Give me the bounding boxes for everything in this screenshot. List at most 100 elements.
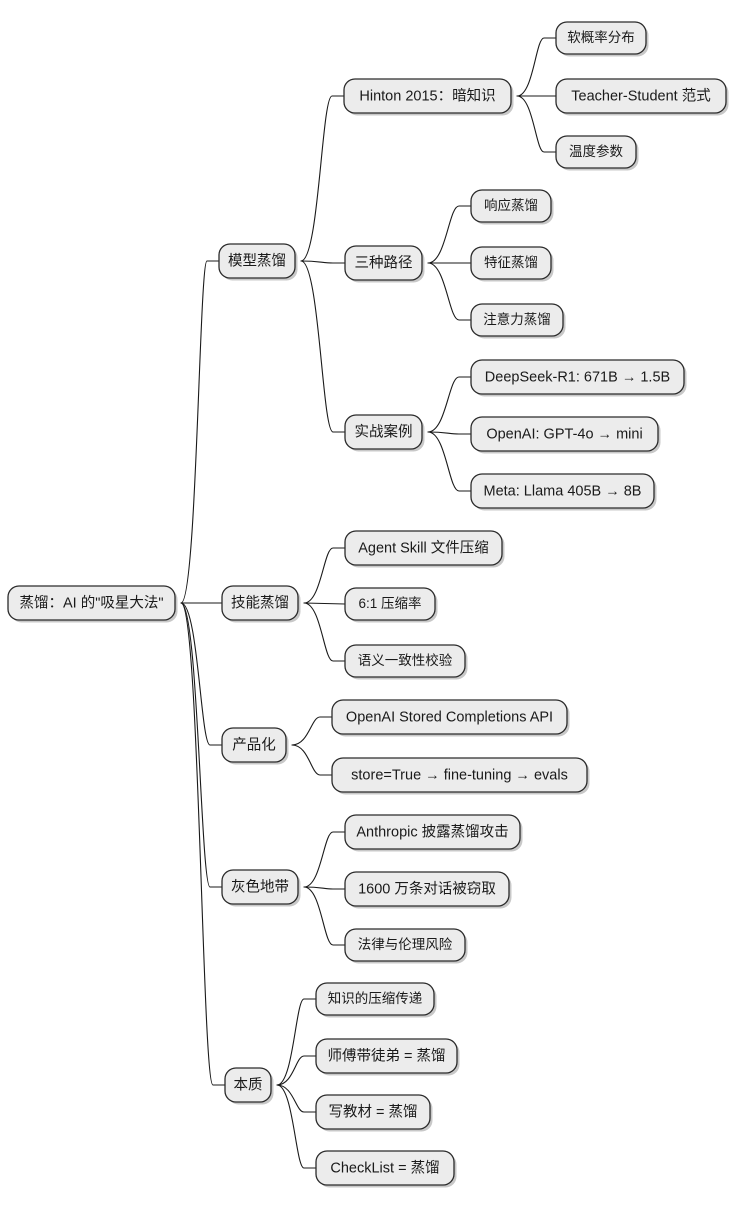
node-label: OpenAI: GPT-4o → mini xyxy=(486,426,642,442)
node-n-temperature[interactable]: 温度参数 xyxy=(555,135,639,171)
node-n-agent-skill[interactable]: Agent Skill 文件压缩 xyxy=(344,530,505,568)
node-box[interactable] xyxy=(331,699,568,735)
node-box[interactable] xyxy=(343,78,512,114)
node-n-checklist[interactable]: CheckList = 蒸馏 xyxy=(315,1150,457,1188)
node-box[interactable] xyxy=(315,982,435,1016)
node-n-soft-prob[interactable]: 软概率分布 xyxy=(555,21,649,57)
node-box[interactable] xyxy=(344,530,503,566)
node-label: 法律与伦理风险 xyxy=(358,937,453,952)
node-n-feature-distill[interactable]: 特征蒸馏 xyxy=(470,246,554,282)
node-label: Hinton 2015：暗知识 xyxy=(359,87,495,104)
edge-n-model-distill-to-n-cases xyxy=(300,260,346,433)
node-n-gray-zone[interactable]: 灰色地带 xyxy=(221,869,301,907)
node-n-stored-completions[interactable]: OpenAI Stored Completions API xyxy=(331,699,570,737)
edge-root-to-n-gray-zone xyxy=(180,602,223,888)
edge-n-hinton-to-n-temperature xyxy=(516,95,557,153)
node-label: 温度参数 xyxy=(569,143,623,159)
node-label: Agent Skill 文件压缩 xyxy=(358,539,489,556)
node-label: CheckList = 蒸馏 xyxy=(330,1159,439,1176)
node-box[interactable] xyxy=(221,585,299,621)
node-box[interactable] xyxy=(344,928,466,962)
node-label: 技能蒸馏 xyxy=(231,594,289,611)
node-box[interactable] xyxy=(218,243,296,279)
node-label: 语义一致性校验 xyxy=(358,652,453,668)
edge-n-gray-zone-to-n-legal-ethics xyxy=(303,886,346,946)
node-box[interactable] xyxy=(344,245,423,281)
node-box[interactable] xyxy=(470,189,552,223)
edge-n-three-paths-to-n-response-distill xyxy=(427,205,472,264)
node-n-model-distill[interactable]: 模型蒸馏 xyxy=(218,243,298,281)
node-box[interactable] xyxy=(470,359,685,395)
edge-n-cases-to-n-deepseek xyxy=(427,376,472,433)
edge-root-to-n-productization xyxy=(180,602,223,746)
node-box[interactable] xyxy=(315,1094,431,1130)
edge-n-model-distill-to-n-three-paths xyxy=(300,260,346,264)
edge-n-three-paths-to-n-attention-distill xyxy=(427,262,472,321)
node-box[interactable] xyxy=(344,414,423,450)
node-n-skill-distill[interactable]: 技能蒸馏 xyxy=(221,585,301,623)
edge-n-essence-to-n-knowledge-transfer xyxy=(276,998,317,1086)
node-n-master-apprentice[interactable]: 师傅带徒弟 = 蒸馏 xyxy=(315,1038,460,1076)
node-box[interactable] xyxy=(344,644,466,678)
node-box[interactable] xyxy=(224,1067,272,1103)
node-n-stolen-dialogs[interactable]: 1600 万条对话被窃取 xyxy=(344,871,512,909)
node-label: store=True → fine-tuning → evals xyxy=(351,767,568,783)
node-box[interactable] xyxy=(470,416,659,452)
node-label: DeepSeek-R1: 671B → 1.5B xyxy=(485,369,670,385)
node-n-write-textbook[interactable]: 写教材 = 蒸馏 xyxy=(315,1094,433,1132)
edge-n-hinton-to-n-soft-prob xyxy=(516,37,557,97)
node-box[interactable] xyxy=(221,727,287,763)
edge-root-to-n-model-distill xyxy=(180,260,220,604)
node-box[interactable] xyxy=(470,473,655,509)
node-box[interactable] xyxy=(221,869,299,905)
node-n-productization[interactable]: 产品化 xyxy=(221,727,289,765)
node-box[interactable] xyxy=(315,1150,455,1186)
edge-n-essence-to-n-checklist xyxy=(276,1084,317,1169)
node-box[interactable] xyxy=(470,303,564,337)
node-box[interactable] xyxy=(555,78,727,114)
node-n-response-distill[interactable]: 响应蒸馏 xyxy=(470,189,554,225)
node-n-cases[interactable]: 实战案例 xyxy=(344,414,425,452)
node-root[interactable]: 蒸馏：AI 的"吸星大法" xyxy=(7,585,178,623)
node-box[interactable] xyxy=(344,871,510,907)
node-n-hinton[interactable]: Hinton 2015：暗知识 xyxy=(343,78,514,116)
node-label: 实战案例 xyxy=(355,422,413,440)
node-box[interactable] xyxy=(331,757,588,793)
node-box[interactable] xyxy=(470,246,552,280)
edge-n-essence-to-n-write-textbook xyxy=(276,1084,317,1113)
node-label: 灰色地带 xyxy=(231,878,289,895)
node-box[interactable] xyxy=(315,1038,458,1074)
node-n-knowledge-transfer[interactable]: 知识的压缩传递 xyxy=(315,982,437,1018)
node-label: 特征蒸馏 xyxy=(484,255,538,270)
node-n-compress-ratio[interactable]: 6:1 压缩率 xyxy=(344,587,438,623)
node-box[interactable] xyxy=(555,21,647,55)
edge-n-essence-to-n-master-apprentice xyxy=(276,1055,317,1086)
node-label: 6:1 压缩率 xyxy=(358,595,421,611)
node-n-attention-distill[interactable]: 注意力蒸馏 xyxy=(470,303,566,339)
node-label: Teacher-Student 范式 xyxy=(571,87,711,104)
nodes-layer: 蒸馏：AI 的"吸星大法" 模型蒸馏 Hinton 2015：暗知识 软概率分布 Tea… xyxy=(7,21,729,1188)
node-n-essence[interactable]: 本质 xyxy=(224,1067,274,1105)
node-n-semantic-check[interactable]: 语义一致性校验 xyxy=(344,644,468,680)
node-n-teacher-student[interactable]: Teacher-Student 范式 xyxy=(555,78,729,116)
edge-n-gray-zone-to-n-stolen-dialogs xyxy=(303,886,346,890)
node-n-three-paths[interactable]: 三种路径 xyxy=(344,245,425,283)
node-box[interactable] xyxy=(344,814,521,850)
node-n-meta-llama[interactable]: Meta: Llama 405B → 8B xyxy=(470,473,657,511)
node-n-openai-gpt4o[interactable]: OpenAI: GPT-4o → mini xyxy=(470,416,661,454)
node-label: Meta: Llama 405B → 8B xyxy=(484,483,642,499)
node-label: 知识的压缩传递 xyxy=(328,990,423,1006)
node-box[interactable] xyxy=(7,585,176,621)
edge-root-to-n-essence xyxy=(180,602,226,1086)
node-n-anthropic-attack[interactable]: Anthropic 披露蒸馏攻击 xyxy=(344,814,523,852)
node-box[interactable] xyxy=(555,135,637,169)
node-n-legal-ethics[interactable]: 法律与伦理风险 xyxy=(344,928,468,964)
node-label: Anthropic 披露蒸馏攻击 xyxy=(356,823,508,840)
edge-n-cases-to-n-meta-llama xyxy=(427,431,472,492)
node-box[interactable] xyxy=(344,587,436,621)
edge-n-productization-to-n-store-true xyxy=(291,744,333,776)
node-n-deepseek[interactable]: DeepSeek-R1: 671B → 1.5B xyxy=(470,359,687,397)
node-label: 模型蒸馏 xyxy=(228,252,286,269)
node-n-store-true[interactable]: store=True → fine-tuning → evals xyxy=(331,757,590,795)
